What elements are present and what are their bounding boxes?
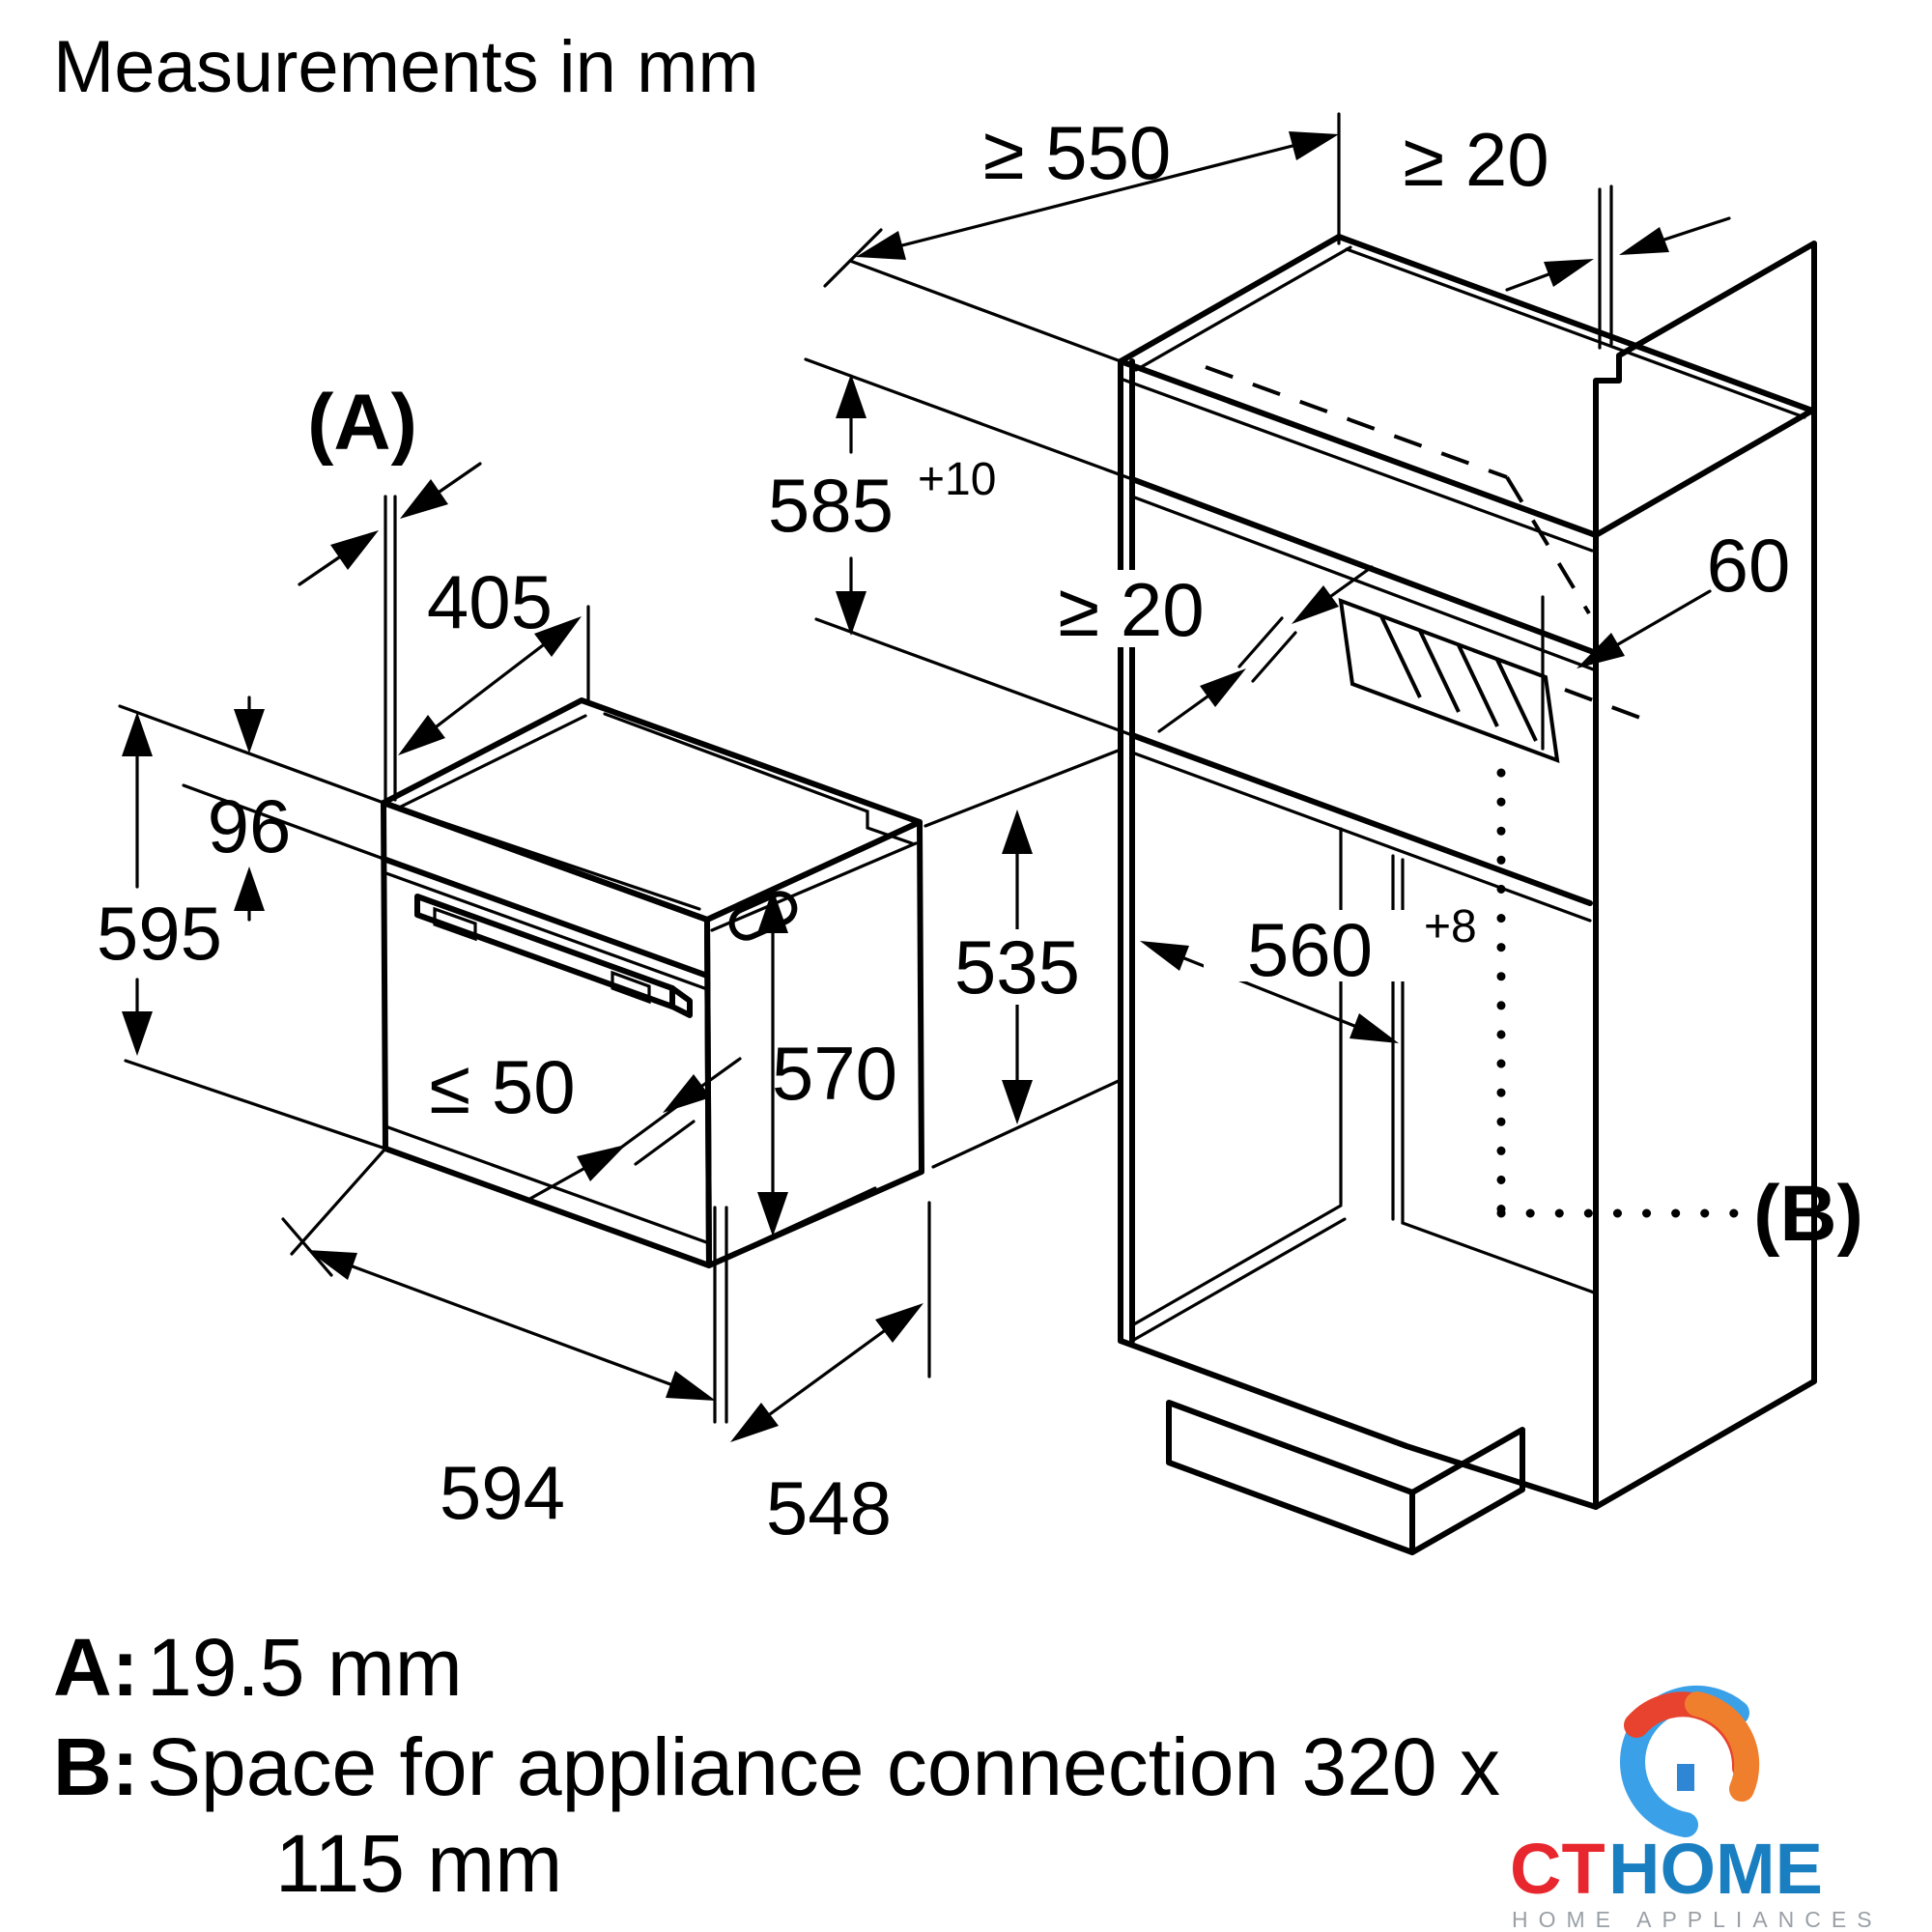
oven-control-panel-line [381,856,710,979]
oven-door-gap-line [382,870,709,991]
dim-595: 595 [97,712,387,1151]
dim-560: 560 +8 [1140,901,1477,1043]
cabinet-niche-ceiling-1 [1129,476,1599,656]
dim-548: 548 [730,1201,931,1550]
dim-20-middle-label: ≥ 20 [1058,567,1204,652]
logo-brand-secondary: HOME [1608,1829,1823,1909]
cabinet-bottom-board [1130,1204,1347,1343]
oven-door-bottom-seam [384,1124,711,1245]
dim-548-label: 548 [766,1465,892,1550]
oven-front-face [381,800,712,1268]
note-a-value: 19.5 mm [147,1622,463,1713]
page-title: Measurements in mm [53,26,759,108]
dim-20-top: ≥ 20 [1403,117,1731,350]
cabinet-niche-floor-1 [1129,732,1593,906]
dim-50-label: ≤ 50 [429,1044,575,1129]
dim-585-tolerance: +10 [918,454,996,505]
dim-96-label: 96 [208,783,292,868]
dim-20-top-label: ≥ 20 [1403,117,1548,202]
cabinet-plinth-front [1166,1400,1415,1555]
cabinet-niche-ceiling-2 [1130,495,1598,672]
cabinet-drawing [1118,234,1817,1555]
dim-585-label: 585 [768,463,894,548]
dim-a-reference: (A) [298,379,482,802]
oven-side-top-edge-line [710,841,918,932]
dim-50: ≤ 50 [429,1044,742,1203]
dim-570: 570 [717,889,897,1263]
dim-594: 594 [281,1147,728,1535]
oven-top-rear-lip [603,712,914,845]
dim-550-label: ≥ 550 [983,110,1172,195]
cabinet-hidden-edge-1 [1205,365,1508,479]
dim-560-tolerance: +8 [1424,901,1477,952]
dim-570-label: 570 [772,1031,897,1116]
dim-405-label: 405 [427,559,553,644]
oven-side-grip-icon [728,891,798,941]
oven-drawing [381,697,924,1268]
cabinet-bottom-front-edge [1118,1338,1599,1510]
cabinet-dimensions: ≥ 550 ≥ 20 585 +10 [768,110,1863,1258]
dim-535-label: 535 [954,924,1080,1009]
dim-550: ≥ 550 [823,110,1341,363]
oven-door-handle [414,894,693,1018]
dim-a-label: (A) [307,379,417,467]
dim-535: 535 [923,748,1122,1169]
cabinet-plinth-side [1409,1427,1525,1555]
note-a-key: A: [53,1622,139,1713]
cabinet-right-panel [1593,241,1817,1510]
cthome-logo: CT HOME HOME APPLIANCES [1510,1685,1883,1932]
note-b-key: B: [53,1721,139,1812]
cabinet-back-top-edge [1345,247,1806,419]
cabinet-vent-hatch [1338,597,1649,764]
cabinet-bottom-right-line [1401,1221,1596,1294]
dim-96: 96 [118,696,385,922]
cthome-house-icon [1620,1685,1760,1837]
cabinet-top-front-inner [1119,377,1594,553]
logo-tagline: HOME APPLIANCES [1512,1907,1883,1932]
cabinet-top-left-inner [1134,245,1352,372]
dim-b-label: (B) [1753,1170,1863,1258]
logo-brand-primary: CT [1510,1829,1605,1909]
dim-405: 405 [398,559,590,755]
note-b-value: Space for appliance connection 320 x [147,1721,1500,1812]
dim-585: 585 +10 [768,357,1134,737]
dim-595-label: 595 [97,891,222,976]
dim-20-middle: ≥ 20 [1039,565,1374,733]
cabinet-niche-floor-2 [1130,751,1592,923]
note-b-value-wrap: 115 mm [275,1818,562,1909]
oven-top-inner-left [397,714,587,810]
dim-60-label: 60 [1707,523,1791,608]
cabinet-hidden-edge-2 [1505,475,1591,615]
oven-dimensions: (A) 405 96 595 [97,379,1122,1550]
oven-side-face [704,819,924,1268]
cabinet-connection-dotted-line [1496,768,1744,1218]
dim-560-label: 560 [1247,907,1373,992]
footnotes: A: 19.5 mm B: Space for appliance connec… [53,1622,1500,1909]
cabinet-top-face [1118,234,1815,538]
dim-60: 60 [1541,523,1791,751]
dim-594-label: 594 [440,1450,565,1535]
